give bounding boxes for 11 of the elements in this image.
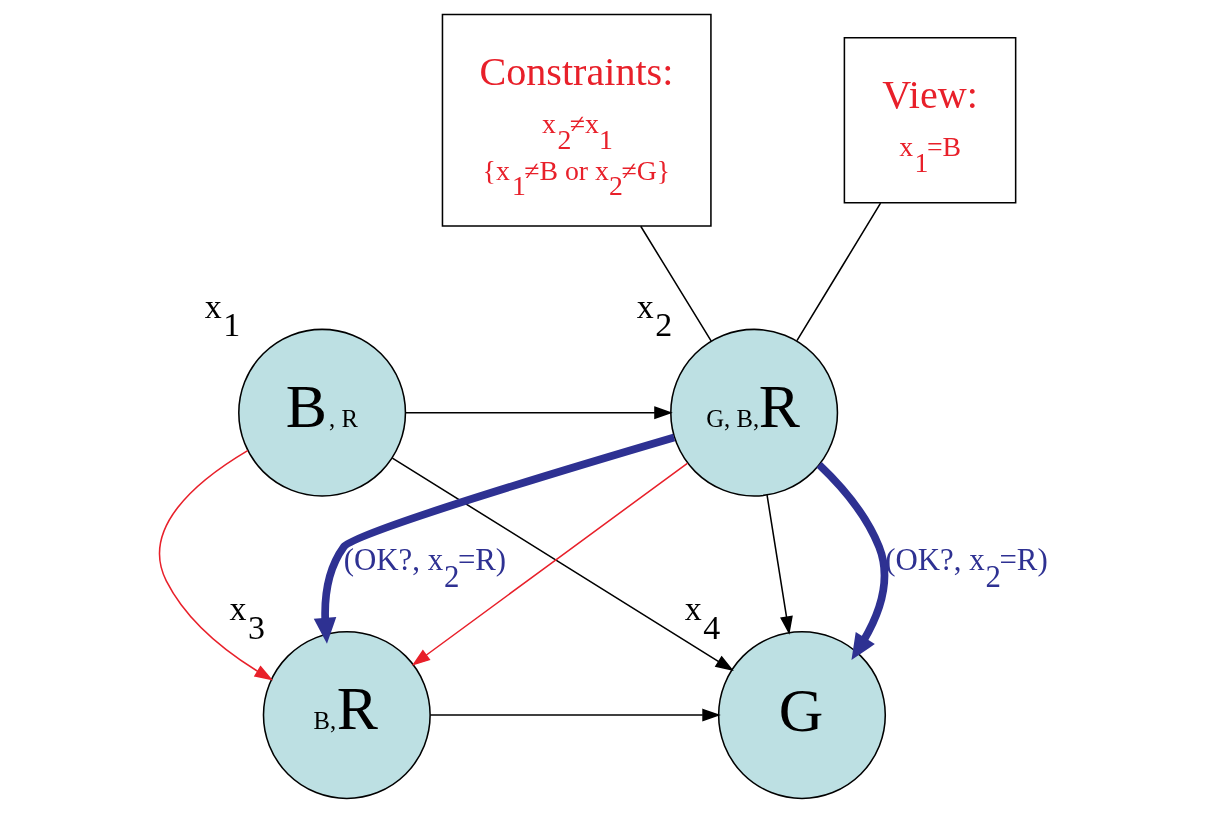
arrow [816, 462, 888, 660]
arrow [765, 494, 793, 635]
arrow [429, 708, 721, 722]
connector [639, 225, 712, 342]
arrow [313, 433, 675, 644]
arrow [411, 462, 688, 666]
node-circle: B, R [237, 328, 406, 497]
arrow [158, 449, 273, 681]
arrow [391, 457, 734, 672]
connector [795, 202, 881, 342]
arrow [404, 406, 673, 420]
